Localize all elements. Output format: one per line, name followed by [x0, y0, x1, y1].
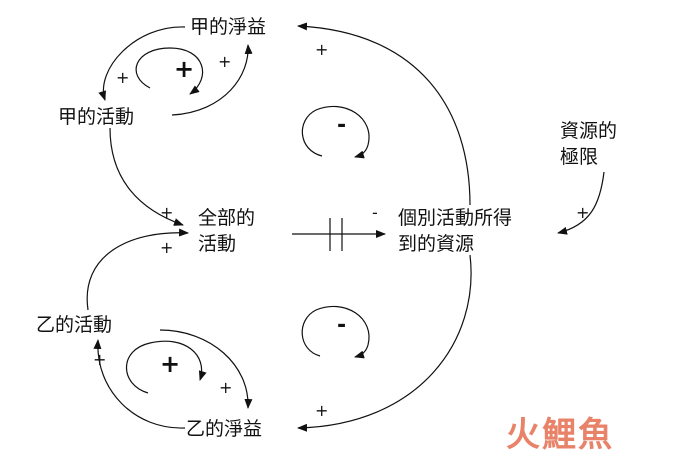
arrow-limit-to-resources — [557, 171, 605, 235]
sign-total-to-resources: - — [372, 203, 378, 222]
arrow-a-activity-to-a-profit — [171, 44, 253, 116]
arrow-b-profit-to-b-activity — [93, 339, 186, 429]
node-a-profit: 甲的淨益 — [190, 16, 267, 38]
sign-b-loop-center: + — [160, 350, 181, 378]
sign-a-profit-to-activity: + — [116, 68, 130, 87]
node-b-activity: 乙的活動 — [36, 314, 113, 336]
watermark-logo: 火鯉魚 — [506, 415, 614, 455]
sign-b-profit-to-activity: + — [93, 350, 107, 369]
sign-a-to-total: + — [160, 203, 174, 222]
arrow-a-activity-to-total — [109, 127, 184, 226]
sign-a-loop-center: + — [174, 55, 195, 83]
a-reinforcing-loop-symbol — [135, 47, 204, 95]
arrow-resources-to-a-profit — [297, 22, 471, 206]
sign-a-activity-to-profit: + — [218, 52, 232, 71]
node-total-activity: 全部的 活動 — [198, 207, 256, 255]
b-reinforcing-loop-symbol — [125, 340, 207, 394]
node-a-activity: 甲的活動 — [58, 106, 135, 128]
sign-resource-to-a-profit: + — [315, 40, 329, 59]
sign-limit-to-resources: + — [576, 203, 590, 222]
sign-upper-balance-loop: - — [337, 113, 347, 138]
arrow-b-activity-to-b-profit — [159, 329, 253, 409]
node-b-profit: 乙的淨益 — [186, 418, 263, 440]
node-resource-limit: 資源的 極限 — [560, 120, 618, 168]
sign-b-to-total: + — [160, 238, 174, 257]
lower-balancing-loop-symbol — [301, 305, 370, 359]
arrow-b-activity-to-total — [86, 228, 189, 311]
sign-lower-balance-loop: - — [337, 313, 347, 338]
sign-b-activity-to-profit: + — [219, 378, 233, 397]
sign-resource-to-b-profit: + — [315, 401, 329, 420]
upper-balancing-loop-symbol — [301, 105, 370, 159]
arrow-resources-to-b-profit — [297, 254, 472, 432]
arrow-a-profit-to-a-activity — [98, 26, 186, 101]
node-resources: 個別活動所得 到的資源 — [398, 207, 513, 255]
